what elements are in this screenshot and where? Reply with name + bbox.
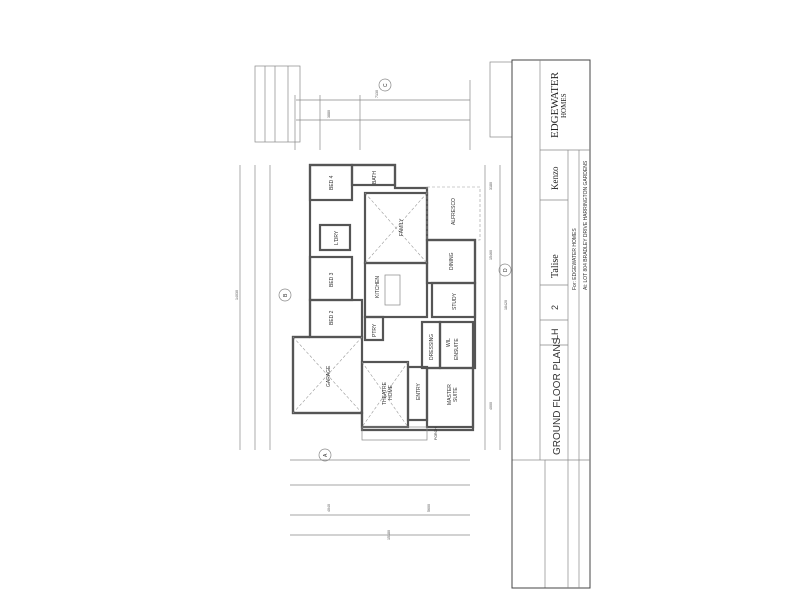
room-bed3: BED 3 [329, 272, 335, 287]
dim-top-1: 7130 [375, 90, 379, 98]
room-kitchen: KITCHEN [375, 276, 381, 298]
room-garage: GARAGE [326, 365, 332, 387]
notes-box [489, 61, 546, 589]
window-schedule-table [254, 65, 301, 143]
marker-a: A [323, 453, 329, 457]
orientation: LH [550, 328, 560, 340]
room-bed4: BED 4 [329, 175, 335, 190]
design-name: Kenzo [550, 166, 560, 190]
sheet-number: 2 [550, 305, 560, 310]
drawing-title: GROUND FLOOR PLANS [552, 337, 563, 455]
facade-name: Talise [550, 254, 561, 278]
dim-bottom-2: 4040 [327, 504, 331, 512]
room-bed2: BED 2 [329, 310, 335, 325]
dim-width-a: 15460 [489, 250, 493, 260]
room-dressing: DRESSING [429, 334, 435, 360]
room-porch: PORCH [434, 427, 438, 440]
dim-right-2: 3180 [489, 182, 493, 190]
marker-b: B [283, 293, 289, 297]
marker-d: D [503, 268, 509, 272]
dimension-lines: 7130 3880 14030 15180 4040 5600 18420 15… [235, 80, 508, 540]
dim-left-1: 14030 [235, 290, 239, 300]
at-line: At: LOT 804 BRADLEY DRIVE HARRINGTON GAR… [583, 160, 589, 290]
room-pantry: PTRY [372, 323, 378, 337]
dim-bottom-1: 15180 [387, 530, 391, 540]
company-sub: HOMES [560, 93, 568, 118]
room-laundry: L'DRY [334, 230, 340, 245]
elevation-markers: A B C D [278, 78, 512, 462]
room-wil: WIL [446, 338, 452, 347]
room-master: MASTER [447, 384, 453, 405]
room-theatre-2: HOME [388, 384, 394, 400]
room-theatre: THEATRE [382, 381, 388, 405]
room-study: STUDY [452, 292, 458, 310]
dim-right-1: 4000 [489, 402, 493, 410]
room-family: FAMILY [399, 218, 405, 236]
room-entry: ENTRY [416, 382, 422, 400]
for-line: For: EDGEWATER HOMES [572, 228, 578, 290]
room-alfresco: ALFRESCO [451, 198, 457, 225]
room-master-2: SUITE [453, 387, 459, 402]
company-name: EDGEWATER [549, 71, 561, 138]
room-ensuite: ENSUITE [454, 338, 460, 360]
dim-total-depth: 18420 [504, 300, 508, 310]
marker-c: C [383, 83, 389, 87]
dim-bottom-3: 5600 [427, 504, 431, 512]
dim-top-2: 3880 [327, 110, 331, 118]
title-block: EDGEWATER HOMES Kenzo GROUND FLOOR PLANS… [511, 59, 591, 589]
rooms: BED 4 BATH FAMILY ALFRESCO DINING STUDY … [291, 163, 481, 441]
room-bath: BATH [372, 171, 378, 184]
room-dining: DINING [449, 252, 455, 270]
